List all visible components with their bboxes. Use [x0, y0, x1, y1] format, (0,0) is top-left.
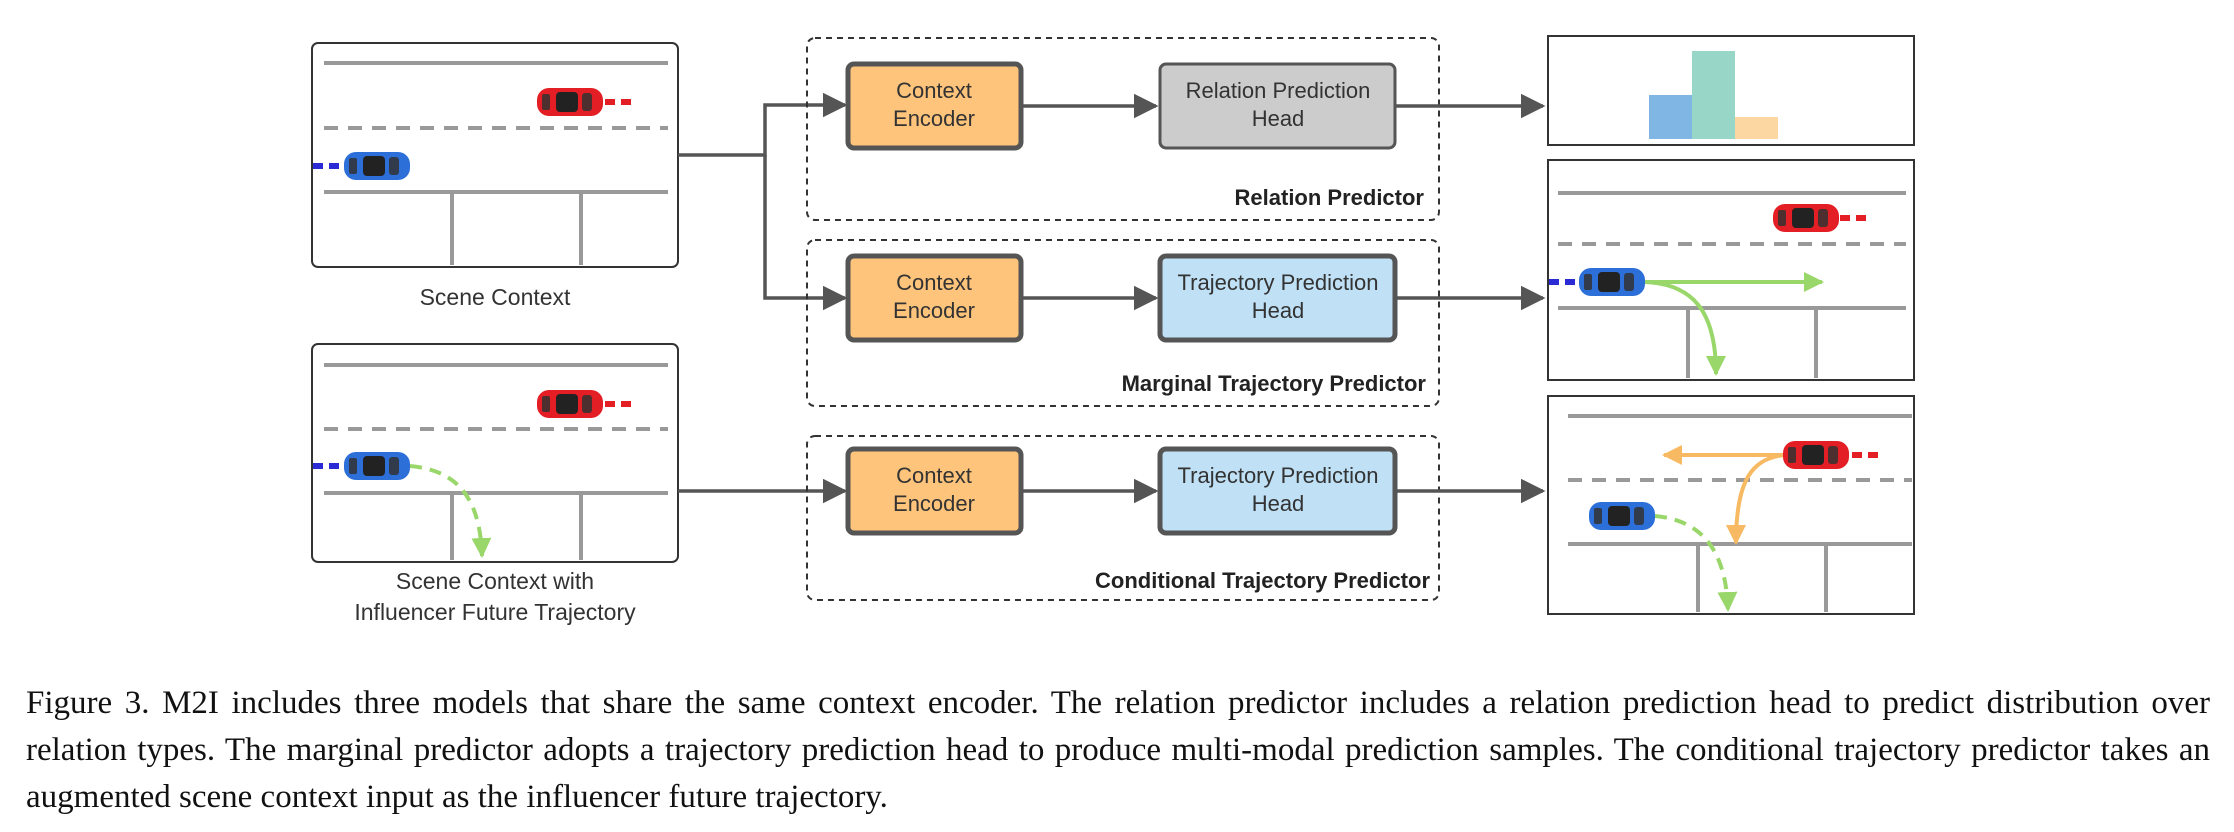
conditional-predictor-title: Conditional Trajectory Predictor — [1095, 568, 1430, 593]
scene-context-influencer-label-line2: Influencer Future Trajectory — [354, 599, 636, 625]
scene-context-panel — [311, 42, 679, 268]
influencer-future-trajectory — [409, 464, 492, 558]
red-car-icon — [537, 390, 603, 418]
scene-context-influencer-label-line1: Scene Context with — [396, 568, 594, 594]
conditional-predictor-group: Context Encoder Trajectory Prediction He… — [806, 435, 1440, 601]
relation-encoder-label-1: Context — [896, 78, 972, 103]
conditional-head-label-2: Head — [1252, 491, 1305, 516]
relation-predictor-group: Context Encoder Relation Prediction Head… — [806, 37, 1440, 221]
relation-histogram-bar-1 — [1692, 51, 1735, 139]
scene-context-influencer-panel — [311, 343, 679, 563]
marginal-predictor-group: Context Encoder Trajectory Prediction He… — [806, 239, 1440, 407]
red-car-icon — [537, 88, 603, 116]
blue-car-icon — [344, 452, 410, 480]
relation-encoder-label-2: Encoder — [893, 106, 975, 131]
relation-head-label-1: Relation Prediction — [1186, 78, 1371, 103]
marginal-predictor-title: Marginal Trajectory Predictor — [1122, 371, 1427, 396]
red-car-icon — [1783, 441, 1849, 469]
connector-to-relation-encoder — [678, 92, 848, 157]
scene-context-label: Scene Context — [420, 284, 571, 310]
relation-histogram-bar-0 — [1649, 95, 1692, 139]
relation-histogram-bar-2 — [1735, 117, 1778, 139]
conditional-encoder-label-2: Encoder — [893, 491, 975, 516]
marginal-encoder-label-2: Encoder — [893, 298, 975, 323]
relation-head-label-2: Head — [1252, 106, 1305, 131]
marginal-turn-trajectory — [1644, 280, 1726, 376]
red-car-icon — [1773, 204, 1839, 232]
blue-car-icon — [1579, 268, 1645, 296]
figure-caption: Figure 3. M2I includes three models that… — [26, 685, 2210, 815]
marginal-head-label-1: Trajectory Prediction — [1178, 270, 1379, 295]
marginal-encoder-label-1: Context — [896, 270, 972, 295]
conditional-turn-trajectory — [1726, 453, 1786, 545]
relation-distribution-panel — [1547, 35, 1915, 146]
connector-to-marginal-encoder — [763, 155, 848, 311]
relation-predictor-title: Relation Predictor — [1235, 185, 1425, 210]
conditional-head-label-1: Trajectory Prediction — [1178, 463, 1379, 488]
blue-car-icon — [344, 152, 410, 180]
conditional-encoder-label-1: Context — [896, 463, 972, 488]
conditional-output-scene — [1547, 395, 1915, 615]
marginal-output-scene — [1547, 159, 1915, 381]
marginal-head-label-2: Head — [1252, 298, 1305, 323]
blue-car-icon — [1589, 502, 1655, 530]
m2i-diagram: Scene Context Scene Context with Influen… — [311, 35, 1915, 625]
